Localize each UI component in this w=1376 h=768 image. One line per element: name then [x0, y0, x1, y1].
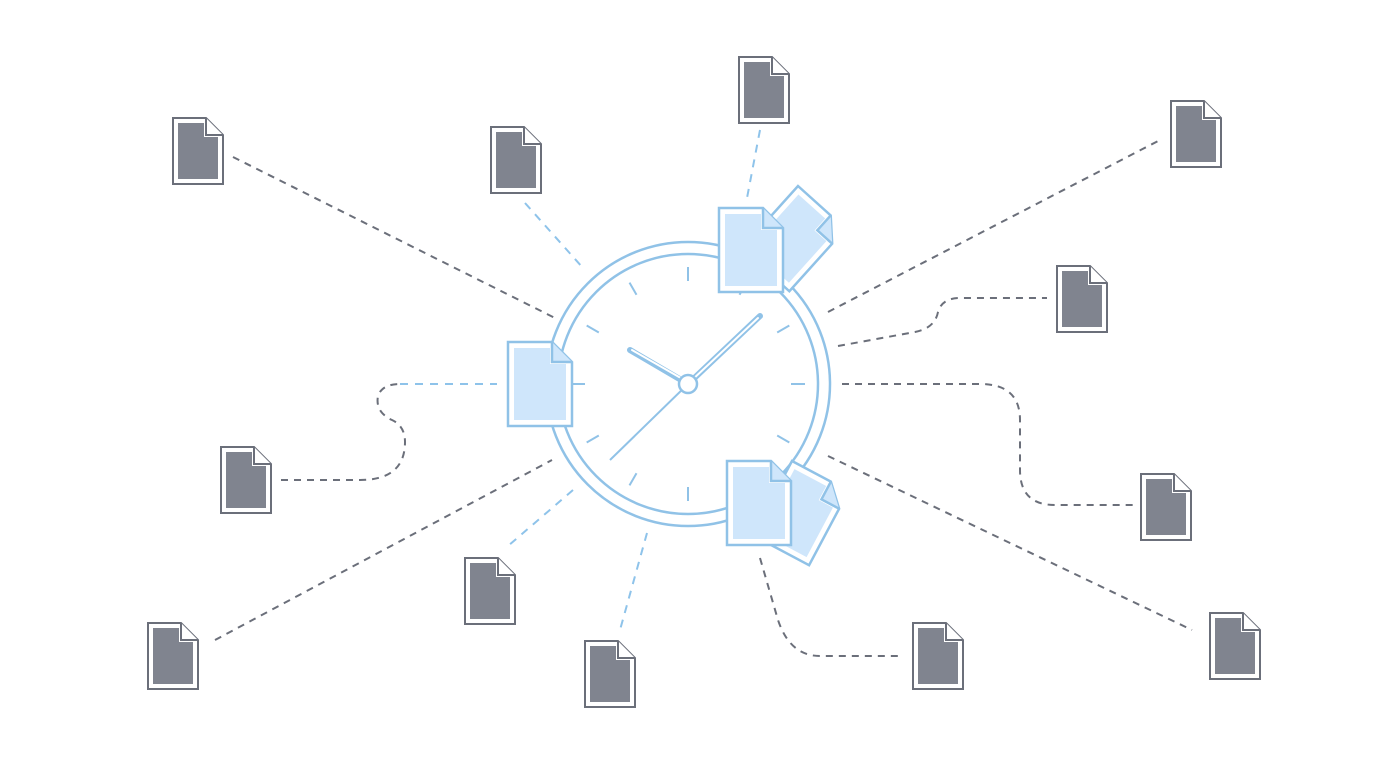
document-icon-blue: [717, 206, 785, 294]
clock-minute-hand-inner: [690, 317, 759, 382]
document-icon: [912, 622, 964, 690]
clock-tick: [628, 282, 638, 296]
document-icon: [738, 56, 790, 124]
connector-line: [214, 459, 553, 641]
connector-line: [827, 139, 1161, 313]
document-icon: [490, 126, 542, 194]
document-icon: [1209, 612, 1261, 680]
connector-line: [837, 297, 1047, 347]
document-icon: [464, 557, 516, 625]
connector-line: [759, 557, 898, 657]
document-icon: [220, 446, 272, 514]
document-icon-blue: [725, 459, 793, 547]
clock-tick: [776, 324, 790, 334]
connector-line-blue: [524, 202, 584, 269]
connector-line: [842, 383, 1133, 506]
document-icon: [1056, 265, 1108, 333]
document-icon: [1170, 100, 1222, 168]
connector-line-blue: [507, 489, 574, 547]
document-icon: [1140, 473, 1192, 541]
connector-line: [827, 455, 1193, 631]
document-icon: [147, 622, 199, 690]
document-icon: [584, 640, 636, 708]
connector-line-blue: [746, 129, 761, 199]
connector-line: [281, 383, 407, 481]
clock-tick: [586, 434, 600, 444]
clock-tick: [628, 472, 638, 486]
clock-hour-hand: [627, 347, 691, 387]
connector-line: [232, 156, 556, 319]
document-icon: [172, 117, 224, 185]
document-icon-blue: [506, 340, 574, 428]
clock-hour-hand-inner: [631, 349, 687, 382]
clock-tick: [776, 434, 790, 444]
clock-second-hand: [609, 383, 689, 461]
connector-line-blue: [619, 532, 648, 631]
clock-tick: [586, 324, 600, 334]
clock-center-pin: [677, 373, 699, 395]
clock-icon: [544, 240, 832, 528]
